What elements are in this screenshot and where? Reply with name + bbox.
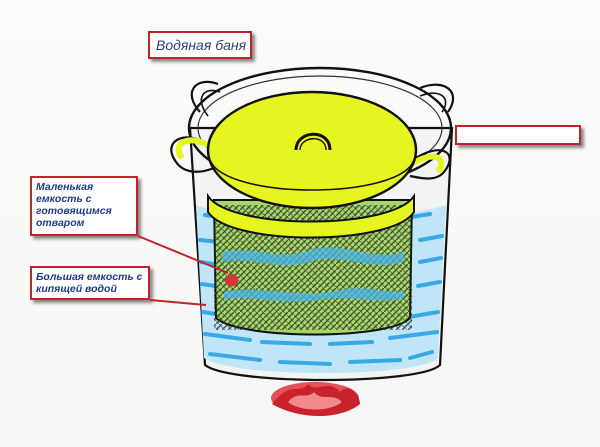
pot-lid xyxy=(206,90,418,210)
diagram-title: Водяная баня xyxy=(148,31,252,59)
burner-flame xyxy=(271,382,360,416)
callout-large-vessel: Большая емкость с кипящей водой xyxy=(30,266,150,300)
small-vessel xyxy=(170,136,451,336)
callout-small-vessel: Маленькая емкость с готовящимся отваром xyxy=(30,176,138,236)
empty-callout xyxy=(455,125,581,145)
